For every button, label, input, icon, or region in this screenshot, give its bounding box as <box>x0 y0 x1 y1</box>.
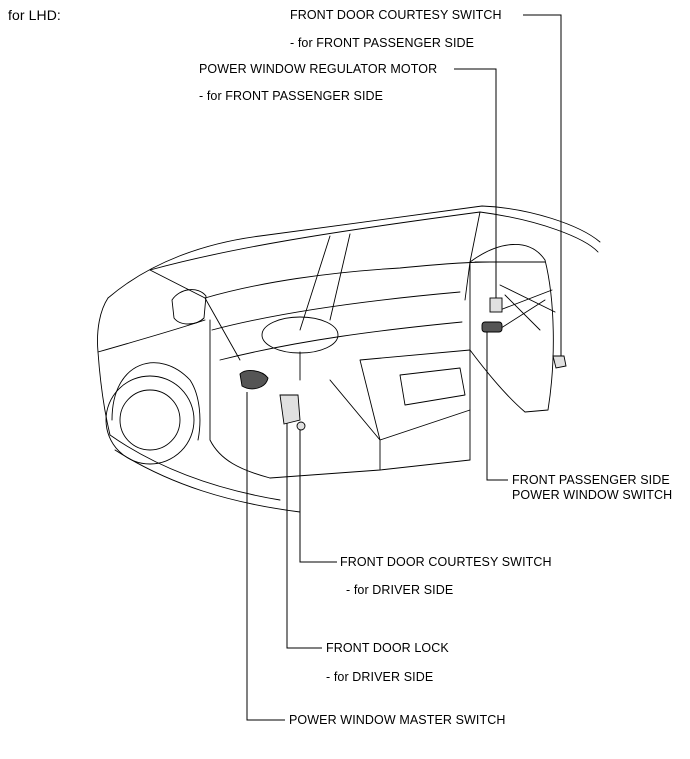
windshield-lower <box>204 261 491 299</box>
door-lock-body <box>279 394 301 425</box>
leader-passenger-switch <box>486 332 508 481</box>
console-armrest <box>399 367 466 406</box>
callout-door-lock-line2: - for DRIVER SIDE <box>326 670 434 684</box>
components <box>239 284 567 431</box>
leader-door-lock <box>286 418 322 649</box>
callout-passenger-window-switch-line1: FRONT PASSENGER SIDE <box>512 473 670 487</box>
regulator-assembly <box>489 284 556 331</box>
callout-courtesy-switch-driver-line2: - for DRIVER SIDE <box>346 583 454 597</box>
leader-master-switch <box>246 392 285 721</box>
side-sill <box>109 434 281 501</box>
callout-courtesy-switch-passenger-line2: - for FRONT PASSENGER SIDE <box>290 36 475 50</box>
console-front <box>329 379 381 471</box>
leader-courtesy-passenger <box>523 14 562 362</box>
master-switch-body <box>239 370 269 390</box>
windshield-line-2 <box>329 233 351 321</box>
door-opening-front <box>209 319 271 479</box>
roof-line <box>107 205 601 299</box>
sill-lower <box>114 449 301 513</box>
car-body <box>97 205 601 513</box>
callout-door-lock-line1: FRONT DOOR LOCK <box>326 641 449 655</box>
windshield-line-1 <box>299 235 331 331</box>
dashboard-face <box>219 321 463 361</box>
passenger-courtesy-switch-body <box>552 355 567 369</box>
front-wheel-inner <box>119 389 181 451</box>
callout-regulator-motor-line1: POWER WINDOW REGULATOR MOTOR <box>199 62 438 76</box>
callout-regulator-motor-line2: - for FRONT PASSENGER SIDE <box>199 89 384 103</box>
front-wheel-arch <box>111 362 201 441</box>
center-console <box>359 349 471 441</box>
front-wheel-outer <box>105 375 195 465</box>
leader-courtesy-driver <box>299 428 337 563</box>
dashboard-top <box>211 291 461 331</box>
driver-courtesy-switch-body <box>296 421 306 431</box>
a-pillar-left <box>149 269 241 361</box>
fender-line <box>97 319 206 353</box>
roof-inner-line <box>149 211 599 271</box>
regulator-motor-body <box>489 297 503 313</box>
passenger-window-switch-body <box>481 321 503 333</box>
side-mirror <box>171 289 207 325</box>
steering-wheel <box>261 316 339 354</box>
leader-regulator-motor <box>454 68 497 300</box>
callout-courtesy-switch-passenger-line1: FRONT DOOR COURTESY SWITCH <box>290 8 502 22</box>
a-pillar-right <box>464 211 481 301</box>
hood-line <box>97 297 111 436</box>
callout-courtesy-switch-driver-line1: FRONT DOOR COURTESY SWITCH <box>340 555 552 569</box>
leader-lines <box>246 14 562 721</box>
diagram-heading: for LHD: <box>8 7 61 23</box>
callout-master-switch-line1: POWER WINDOW MASTER SWITCH <box>289 713 506 727</box>
passenger-door-panel <box>469 244 554 413</box>
callout-passenger-window-switch-line2: POWER WINDOW SWITCH <box>512 488 673 502</box>
